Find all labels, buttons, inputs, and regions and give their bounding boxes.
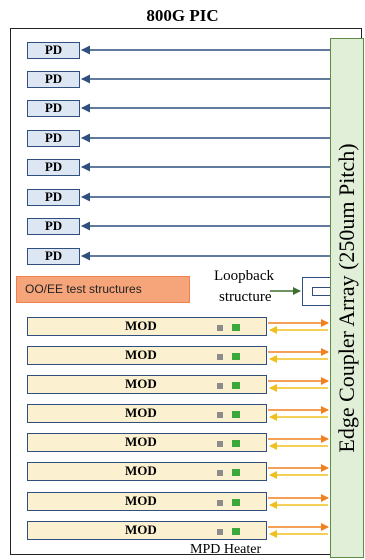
heater-square <box>232 411 240 418</box>
mod-box: MOD <box>27 462 267 481</box>
mod-box: MOD <box>27 433 267 452</box>
test-structures-box: OO/EE test structures <box>16 276 190 303</box>
heater-square <box>232 324 240 331</box>
heater-square <box>232 353 240 360</box>
heater-square <box>232 440 240 447</box>
mod-box: MOD <box>27 375 267 394</box>
mod-box: MOD <box>27 404 267 423</box>
mod-label: MOD <box>125 347 157 362</box>
mpd-square <box>217 470 223 476</box>
mod-label: MOD <box>125 463 157 478</box>
mod-box: MOD <box>27 317 267 336</box>
mod-label: MOD <box>125 493 157 508</box>
rx-arrows <box>81 45 330 261</box>
loopback-label: Loopback <box>214 268 274 284</box>
pd-box: PD <box>27 130 80 147</box>
mod-box: MOD <box>27 492 267 511</box>
mod-label: MOD <box>125 434 157 449</box>
tx-arrows <box>268 319 329 538</box>
mpd-square <box>217 412 223 418</box>
mod-box: MOD <box>27 521 267 540</box>
diagram-title: 800G PIC <box>146 6 219 25</box>
mpd-square <box>217 529 223 535</box>
loopback-structure <box>302 277 330 306</box>
edge-coupler-array <box>330 38 364 558</box>
heater-square <box>232 469 240 476</box>
pd-box: PD <box>27 42 80 59</box>
mod-box: MOD <box>27 346 267 365</box>
mod-label: MOD <box>125 405 157 420</box>
mpd-square <box>217 325 223 331</box>
mpd-heater-caption: MPD Heater <box>190 542 262 557</box>
heater-square <box>232 499 240 506</box>
pd-box: PD <box>27 248 80 265</box>
mod-label: MOD <box>125 376 157 391</box>
structure-label: structure <box>219 289 272 305</box>
heater-square <box>232 382 240 389</box>
mpd-square <box>217 500 223 506</box>
pd-box: PD <box>27 100 80 117</box>
mpd-square <box>217 441 223 447</box>
pd-box: PD <box>27 218 80 235</box>
mpd-square <box>217 354 223 360</box>
pd-box: PD <box>27 71 80 88</box>
heater-square <box>232 528 240 535</box>
mod-label: MOD <box>125 318 157 333</box>
mpd-square <box>217 383 223 389</box>
pd-box: PD <box>27 189 80 206</box>
mod-label: MOD <box>125 522 157 537</box>
loopback-inner-loop <box>312 287 330 296</box>
pd-box: PD <box>27 159 80 176</box>
